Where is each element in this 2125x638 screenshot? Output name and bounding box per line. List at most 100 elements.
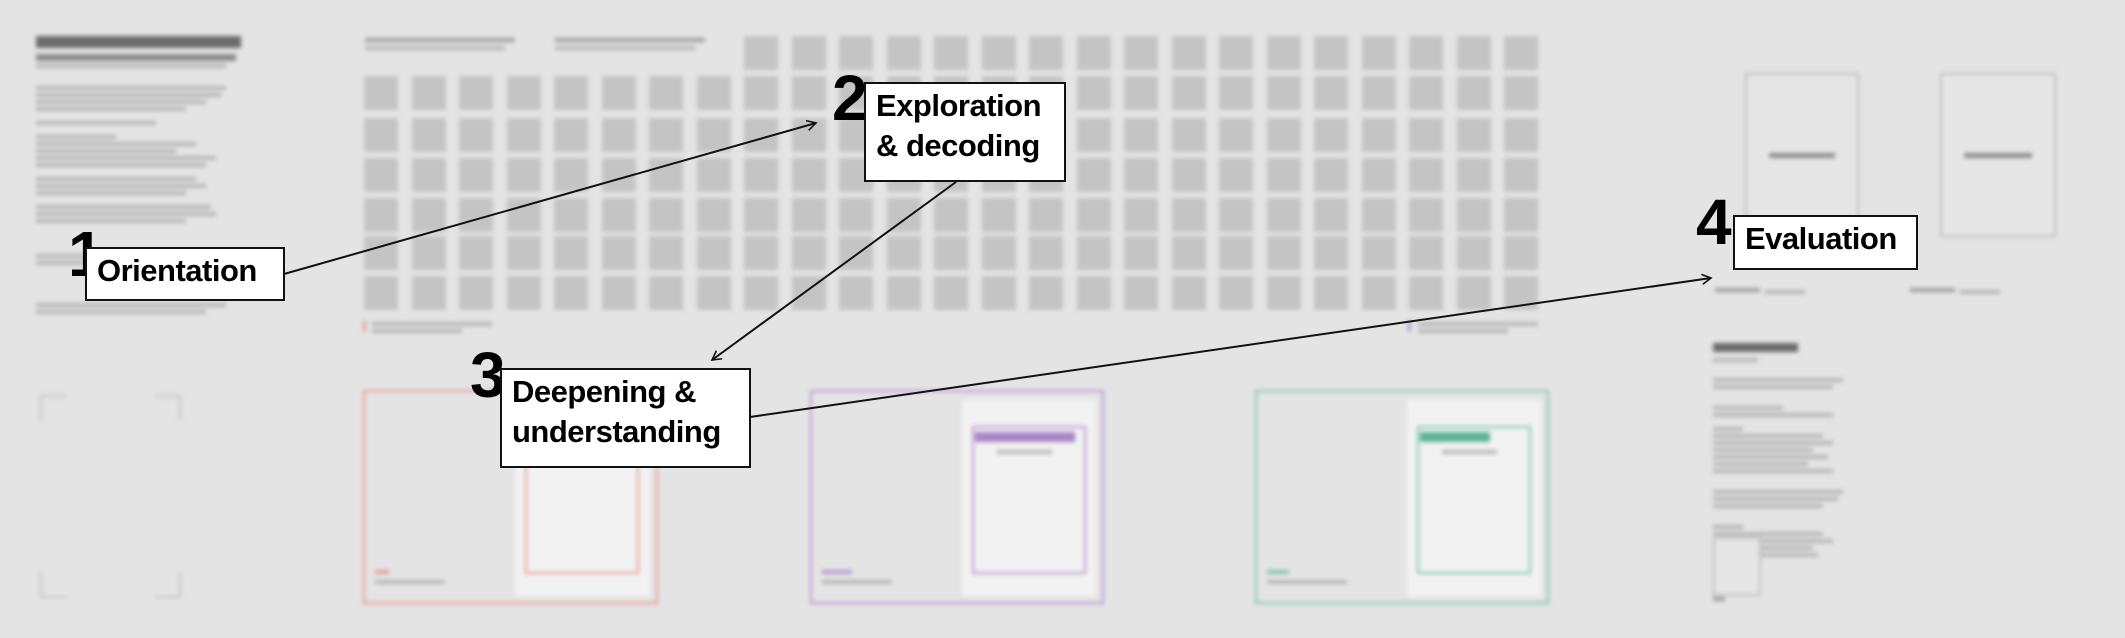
meme-thumbnail (1171, 118, 1206, 152)
meme-thumbnail (696, 76, 731, 110)
meme-thumbnail (1361, 118, 1396, 152)
meme-thumbnail (1314, 158, 1348, 192)
meme-thumbnail (1171, 236, 1206, 270)
meme-thumbnail (1314, 236, 1348, 270)
meme-thumbnail (364, 276, 398, 310)
meme-thumbnail (1266, 276, 1301, 310)
meme-thumbnail (981, 276, 1016, 310)
meme-thumbnail (981, 36, 1016, 70)
meme-thumbnail (1456, 198, 1491, 232)
meme-thumbnail (554, 236, 588, 270)
meme-thumbnail (1029, 198, 1063, 232)
meme-thumbnail (1029, 276, 1063, 310)
meme-thumbnail (506, 158, 541, 192)
meme-thumbnail (1409, 36, 1443, 70)
meme-thumbnail (1314, 76, 1348, 110)
meme-thumbnail (696, 118, 731, 152)
meme-thumbnail (1124, 36, 1158, 70)
meme-thumbnail (459, 276, 493, 310)
meme-thumbnail (554, 198, 588, 232)
meme-thumbnail (886, 36, 921, 70)
arrow-3-to-4 (749, 273, 1713, 418)
meme-thumbnail (554, 118, 588, 152)
meme-thumbnail (791, 36, 826, 70)
meme-thumbnail (934, 36, 968, 70)
meme-thumbnail (886, 276, 921, 310)
meme-thumbnail (649, 236, 683, 270)
meme-thumbnail (411, 198, 446, 232)
meme-thumbnail (1504, 236, 1538, 270)
meme-thumbnail (1266, 36, 1301, 70)
meme-thumbnail (506, 76, 541, 110)
meme-thumbnail (1409, 118, 1443, 152)
corner-bracket (40, 395, 66, 421)
meme-thumbnail (364, 236, 398, 270)
meme-thumbnail (1219, 236, 1253, 270)
meme-thumbnail (1076, 76, 1111, 110)
meme-thumbnail (411, 158, 446, 192)
meme-thumbnail (459, 236, 493, 270)
meme-thumbnail (1076, 158, 1111, 192)
meme-thumbnail (1361, 36, 1396, 70)
step-4-number: 4 (1696, 186, 1732, 258)
step-3-text-line1: Deepening & (512, 374, 696, 409)
step-2-number: 2 (832, 62, 868, 134)
meme-thumbnail (1266, 236, 1301, 270)
arrow-2-to-3 (710, 181, 957, 361)
meme-thumbnail (1361, 198, 1396, 232)
step-2-text-line2: & decoding (876, 128, 1040, 163)
meme-thumbnail (981, 236, 1016, 270)
meme-thumbnail (411, 236, 446, 270)
meme-thumbnail (1171, 276, 1206, 310)
meme-thumbnail (649, 118, 683, 152)
step-1-text: Orientation (97, 253, 257, 288)
meme-thumbnail (1409, 276, 1443, 310)
meme-thumbnail (1504, 36, 1538, 70)
meme-thumbnail (649, 198, 683, 232)
meme-thumbnail (1456, 236, 1491, 270)
meme-thumbnail (601, 76, 636, 110)
corner-bracket (155, 572, 181, 598)
meme-thumbnail (1124, 276, 1158, 310)
meme-thumbnail (364, 198, 398, 232)
meme-thumbnail (696, 236, 731, 270)
meme-thumbnail (1504, 158, 1538, 192)
meme-thumbnail (744, 276, 778, 310)
meme-thumbnail (1314, 118, 1348, 152)
meme-thumbnail (839, 276, 873, 310)
meme-thumbnail (1266, 76, 1301, 110)
meme-thumbnail (1409, 198, 1443, 232)
meme-thumbnail (1456, 158, 1491, 192)
meme-thumbnail (696, 276, 731, 310)
meme-thumbnail (364, 118, 398, 152)
meme-thumbnail (886, 198, 921, 232)
meme-thumbnail (1266, 118, 1301, 152)
meme-thumbnail (1219, 198, 1253, 232)
meme-thumbnail (364, 76, 398, 110)
meme-thumbnail (744, 76, 778, 110)
meme-thumbnail (554, 276, 588, 310)
meme-thumbnail (459, 118, 493, 152)
meme-thumbnail (696, 198, 731, 232)
meme-thumbnail (1409, 236, 1443, 270)
meme-thumbnail (1219, 118, 1253, 152)
meme-thumbnail (554, 158, 588, 192)
meme-thumbnail (554, 76, 588, 110)
meme-thumbnail (1076, 36, 1111, 70)
meme-thumbnail (506, 276, 541, 310)
meme-thumbnail (1171, 198, 1206, 232)
step-2-text-line1: Exploration (876, 88, 1042, 123)
meme-thumbnail (364, 158, 398, 192)
meme-thumbnail (1219, 276, 1253, 310)
meme-thumbnail (1029, 236, 1063, 270)
meme-thumbnail (1029, 36, 1063, 70)
meme-thumbnail (1124, 118, 1158, 152)
step-3-number: 3 (470, 339, 506, 411)
meme-thumbnail (1456, 76, 1491, 110)
corner-bracket (155, 395, 181, 421)
evaluation-page-1 (1745, 73, 1859, 237)
meme-thumbnail (1361, 276, 1396, 310)
meme-thumbnail (1219, 76, 1253, 110)
meme-thumbnail (411, 76, 446, 110)
step-3-label: Deepening & understanding (500, 368, 751, 468)
